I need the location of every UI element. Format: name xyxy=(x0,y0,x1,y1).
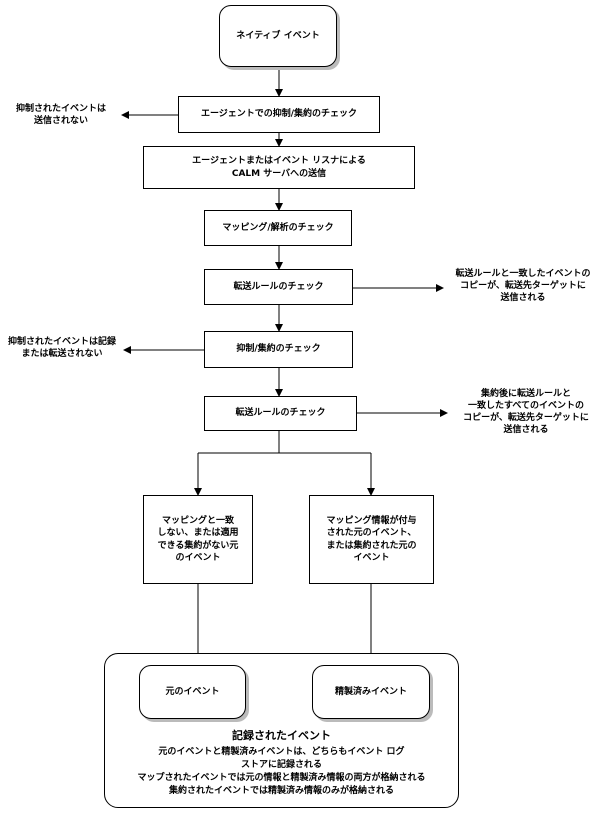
native-event-label: ネイティブ イベント xyxy=(236,30,320,41)
mapped-event-label: マッピング情報が付与 された元のイベント、 または集約された元の イベント xyxy=(326,516,417,563)
agent-suppressed-note: 抑制されたイベントは 送信されない xyxy=(15,104,106,127)
forward-copy-2-note: 集約後に転送ルールと 一致したすべてのイベントの コピーが、転送先ターゲットに … xyxy=(463,389,589,436)
native-event-node: ネイティブ イベント xyxy=(219,5,337,67)
send-to-server-node: エージェントまたはイベント リスナによる CALM サーバへの送信 xyxy=(143,146,415,189)
forward-check-2-label: 転送ルールのチェック xyxy=(235,408,326,419)
suppress-check-node: 抑制/集約のチェック xyxy=(204,331,353,368)
send-to-server-label: エージェントまたはイベント リスナによる CALM サーバへの送信 xyxy=(192,156,366,179)
forward-check-2-node: 転送ルールのチェック xyxy=(204,396,357,431)
forward-check-1-node: 転送ルールのチェック xyxy=(204,269,353,305)
agent-check-label: エージェントでの抑制/集約のチェック xyxy=(200,109,358,120)
mapped-event-node: マッピング情報が付与 された元のイベント、 または集約された元の イベント xyxy=(309,495,434,584)
unmapped-event-node: マッピングと一致 しない、または適用 できる集約がない元 のイベント xyxy=(143,495,253,584)
mapping-check-node: マッピング/解析のチェック xyxy=(204,210,352,246)
refined-event-node: 精製済みイベント xyxy=(312,665,430,719)
suppress-check-label: 抑制/集約のチェック xyxy=(236,344,321,355)
recorded-line-2: ストアに記録される xyxy=(240,760,322,770)
original-event-label: 元のイベント xyxy=(165,686,220,697)
recorded-line-3: マップされたイベントでは元の情報と精製済み情報の両方が格納される xyxy=(137,773,426,783)
server-suppressed-note: 抑制されたイベントは記録 または転送されない xyxy=(7,337,116,360)
recorded-title: 記録されたイベント xyxy=(232,729,331,742)
recorded-line-1: 元のイベントと精製済みイベントは、どちらもイベント ログ xyxy=(158,747,405,757)
recorded-line-4: 集約されたイベントでは精製済み情報のみが格納される xyxy=(168,786,394,796)
agent-check-node: エージェントでの抑制/集約のチェック xyxy=(178,96,380,133)
original-event-node: 元のイベント xyxy=(139,665,246,719)
unmapped-event-label: マッピングと一致 しない、または適用 できる集約がない元 のイベント xyxy=(157,516,239,563)
forward-check-1-label: 転送ルールのチェック xyxy=(233,281,324,292)
mapping-check-label: マッピング/解析のチェック xyxy=(222,222,334,233)
forward-copy-1-note: 転送ルールと一致したイベントの コピーが、転送先ターゲットに 送信される xyxy=(455,269,591,304)
refined-event-label: 精製済みイベント xyxy=(334,686,407,697)
